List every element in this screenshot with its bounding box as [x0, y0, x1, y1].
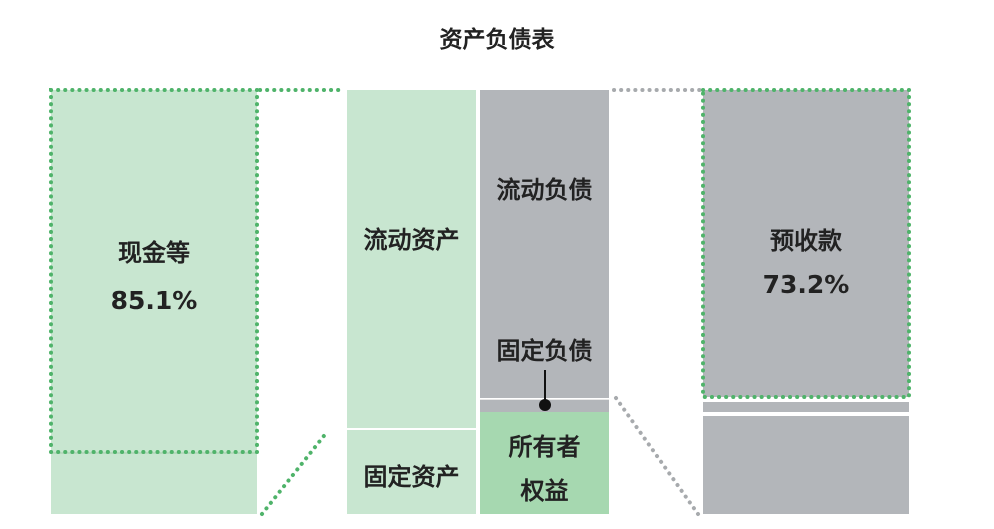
- cash-block: 现金等 85.1%: [51, 90, 257, 452]
- connector-bottom-right: [614, 396, 700, 516]
- advance-receipts-block: 预收款 73.2%: [703, 90, 909, 397]
- cash-label: 现金等: [118, 239, 190, 267]
- cash-percent: 85.1%: [110, 286, 198, 315]
- fixed-liabilities-label: 固定负债: [496, 337, 593, 365]
- owners-equity-block: 所有者 权益: [480, 412, 609, 514]
- owners-equity-label-line2: 权益: [520, 477, 569, 505]
- current-liabilities-block: 流动负债 固定负债: [480, 90, 609, 398]
- other-liabilities-block: [703, 416, 909, 514]
- diagram-title: 资产负债表: [439, 27, 555, 53]
- other-current-assets-block: [51, 452, 257, 514]
- current-liabilities-label: 流动负债: [496, 176, 593, 204]
- fixed-assets-label: 固定资产: [363, 463, 460, 491]
- advance-receipts-label: 预收款: [770, 227, 842, 255]
- owners-equity-label-line1: 所有者: [508, 433, 581, 461]
- fixed-liabilities-pointer-dot: [539, 399, 551, 411]
- advance-receipts-percent: 73.2%: [762, 270, 850, 299]
- other-liabilities-strip: [703, 402, 909, 412]
- fixed-assets-block: 固定资产: [347, 430, 476, 514]
- connector-bottom-left: [260, 430, 329, 516]
- advance-receipts-dotted-outline: [701, 88, 911, 399]
- current-assets-block: 流动资产: [347, 90, 476, 428]
- current-assets-label: 流动资产: [363, 226, 460, 254]
- cash-dotted-outline: [49, 88, 259, 454]
